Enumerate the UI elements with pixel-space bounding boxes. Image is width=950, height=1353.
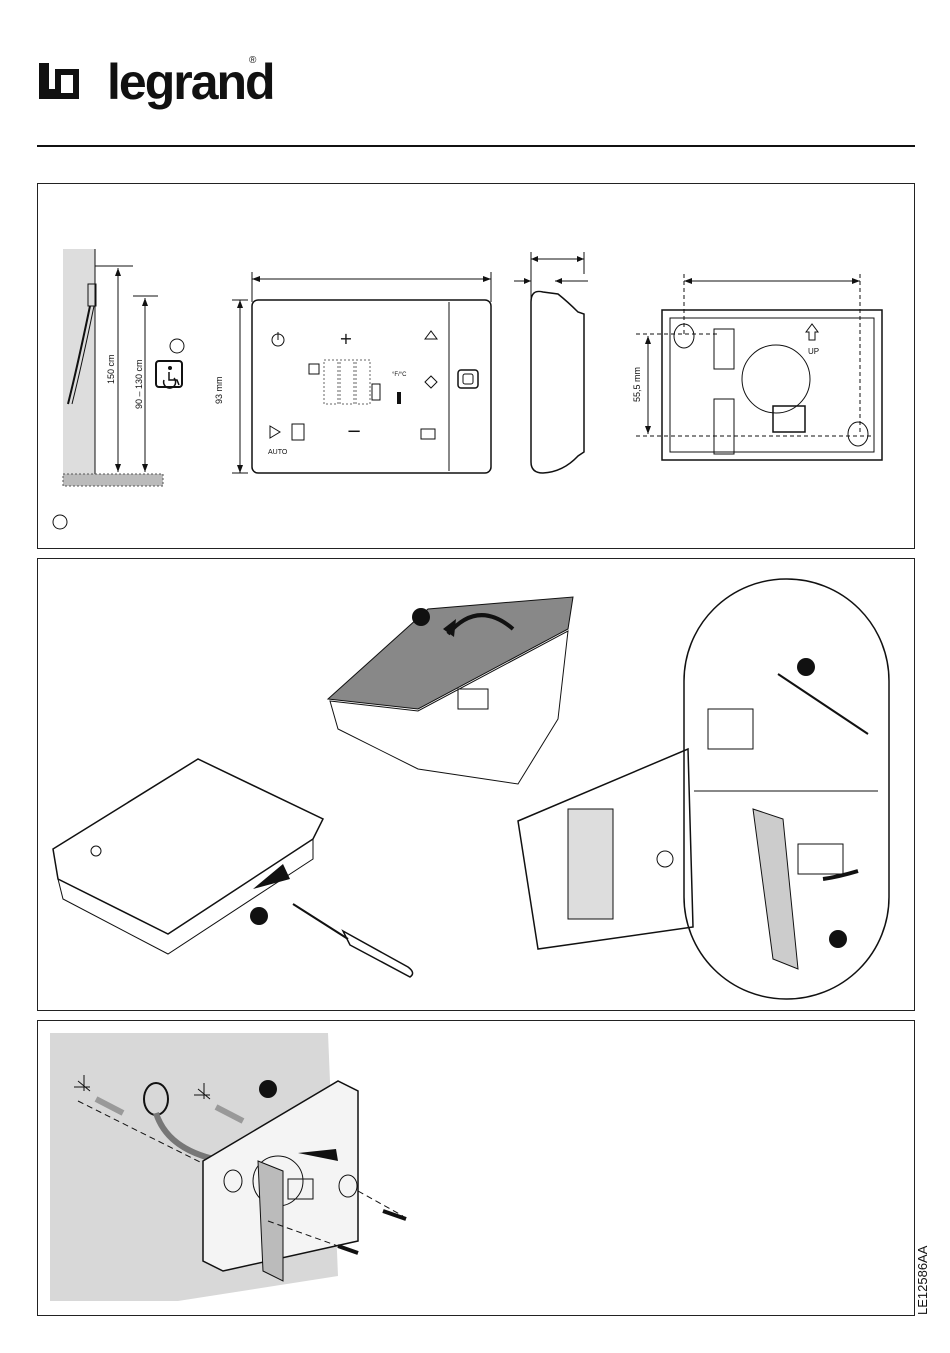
legrand-logo-mark	[37, 55, 107, 115]
step-marker	[829, 930, 847, 948]
dimensions-drawing: 150 cm 90 – 130 cm 93 mm + −	[38, 184, 916, 550]
legrand-logo: legrand ®	[37, 55, 277, 115]
height-total-label: 150 cm	[106, 354, 116, 384]
auto-label: AUTO	[268, 449, 288, 456]
svg-text:°F/°C: °F/°C	[392, 372, 407, 378]
step-marker	[797, 658, 815, 676]
height-range-label: 90 – 130 cm	[134, 359, 144, 409]
step-marker	[259, 1080, 277, 1098]
opening-drawing	[38, 559, 916, 1012]
back-plate-view	[662, 310, 882, 460]
mounting-drawing	[38, 1021, 916, 1317]
thermostat-side-view	[531, 291, 584, 473]
header-rule	[37, 145, 915, 147]
registered-mark: ®	[249, 55, 256, 66]
device-height-label: 93 mm	[214, 376, 224, 404]
up-label: UP	[808, 347, 819, 356]
dimensions-panel: 150 cm 90 – 130 cm 93 mm + −	[37, 183, 915, 549]
step-marker	[412, 608, 430, 626]
center-distance-label: 55,5 mm	[632, 367, 642, 402]
step-marker	[250, 907, 268, 925]
mounting-panel	[37, 1020, 915, 1316]
opening-panel	[37, 558, 915, 1011]
fan-icon	[270, 426, 280, 438]
document-code: LE12586AA	[915, 1246, 930, 1315]
svg-text:−: −	[346, 421, 361, 442]
svg-text:+: +	[339, 329, 352, 348]
